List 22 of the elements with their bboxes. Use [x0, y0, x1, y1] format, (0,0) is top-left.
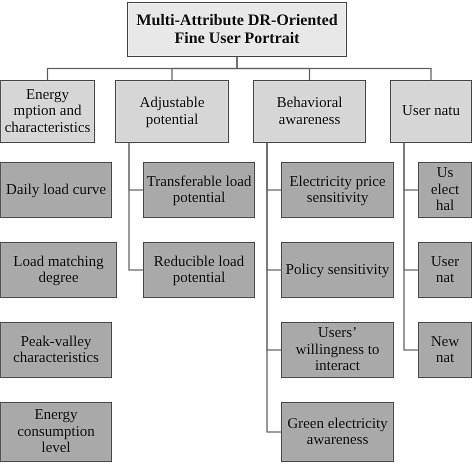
attribute-box: Users’ willingness to interact: [281, 322, 394, 378]
category-box: Energy mption and characteristics: [0, 80, 95, 143]
attribute-box: Peak-valley characteristics: [0, 322, 112, 378]
root-box: Multi-Attribute DR-Oriented Fine User Portrait: [127, 2, 347, 57]
attribute-box: User nat: [418, 242, 472, 298]
connector-line: [128, 143, 143, 271]
attribute-box: New nat: [418, 322, 472, 378]
attribute-box: Energy consumption level: [0, 402, 112, 462]
attribute-box: Reducible load potential: [143, 242, 255, 298]
category-box: Behavioral awareness: [253, 80, 366, 143]
connector-line: [266, 143, 281, 433]
attribute-box: Daily load curve: [0, 162, 112, 218]
connector-line: [403, 143, 418, 351]
category-box: Adjustable potential: [115, 80, 229, 143]
attribute-box: Transferable load potential: [143, 162, 255, 218]
attribute-box: Electricity price sensitivity: [281, 162, 394, 218]
attribute-box: Us elect hal: [418, 162, 472, 218]
attribute-box: Load matching degree: [0, 242, 117, 298]
category-box: User natu: [390, 80, 472, 143]
connector-line: [236, 57, 432, 80]
attribute-box: Policy sensitivity: [281, 242, 394, 298]
attribute-box: Green electricity awareness: [281, 402, 394, 462]
